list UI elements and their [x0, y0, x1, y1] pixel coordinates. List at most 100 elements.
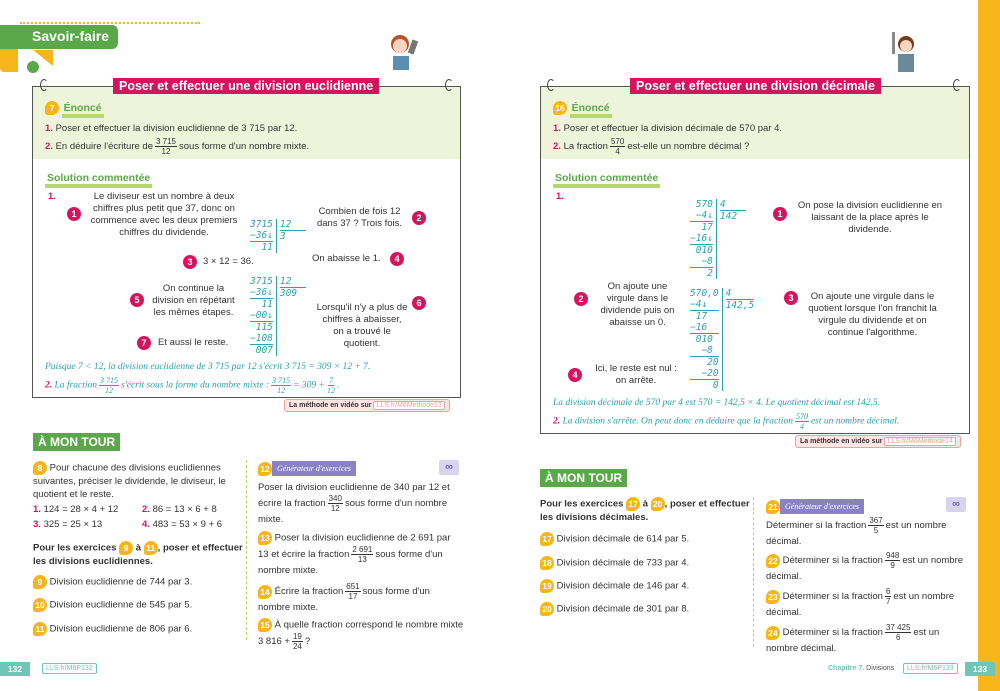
enonce-label: Énoncé	[61, 101, 104, 118]
column-divider	[246, 460, 247, 640]
decorative-triangle	[33, 50, 53, 66]
division-row: 115	[250, 321, 273, 333]
infinity-screen-icon[interactable]: ∞	[439, 460, 459, 475]
solution-header: Solution commentée	[45, 172, 153, 188]
exercise-12: Poser la division euclidienne de 340 par…	[258, 482, 450, 525]
quotient: 142	[719, 210, 746, 222]
enonce-q1: 1. Poser et effectuer la division euclid…	[45, 123, 298, 134]
method-title: Poser et effectuer une division euclidie…	[113, 78, 380, 94]
video-url[interactable]: LLS.fr/M6Methode13	[373, 401, 445, 410]
dividend-column: 3715−36↓11	[250, 219, 276, 253]
step-marker: 3	[183, 255, 197, 269]
page-link[interactable]: LLS.fr/M6P133	[903, 663, 958, 674]
ring-icon	[547, 79, 555, 91]
video-url[interactable]: LLS.fr/M6Methode14	[884, 437, 956, 446]
enonce-background	[33, 87, 460, 159]
division-row: 3715	[250, 219, 273, 230]
divisor: 12	[279, 219, 292, 230]
ring-icon	[40, 79, 48, 91]
infinity-screen-icon[interactable]: ∞	[946, 497, 966, 512]
method-title: Poser et effectuer une division décimale	[630, 78, 881, 94]
column-divider	[753, 497, 754, 647]
a-mon-tour-heading: À MON TOUR	[540, 469, 628, 487]
division-row: 11	[250, 298, 273, 310]
exercise-11: 11 Division euclidienne de 806 par 6.	[33, 622, 192, 636]
step-marker: 4	[390, 252, 404, 266]
step-marker: 4	[568, 368, 582, 382]
instructions: Pour les exercices 9 à 11, poser et effe…	[33, 541, 243, 567]
division-row: 2	[690, 267, 713, 279]
callout-6: Lorsqu'il n'y a plus de chiffres à abais…	[316, 302, 408, 349]
answer-2: 2. La division s'arrête. On peut donc en…	[553, 412, 900, 431]
callout-2: Combien de fois 12 dans 37 ? Trois fois.	[316, 206, 403, 229]
divisor: 12	[279, 276, 292, 287]
exercise-13: 13 Poser la division euclidienne de 2 69…	[258, 531, 451, 576]
enonce-q1: 1. Poser et effectuer la division décima…	[553, 123, 783, 134]
chapter-label: Chapitre 7. Divisions	[828, 665, 895, 672]
division-row: 0	[690, 379, 719, 391]
ex8-item: 4. 483 = 53 × 9 + 6	[142, 519, 223, 530]
video-label: La méthode en vidéo sur	[800, 438, 883, 445]
division-row: 010	[690, 333, 719, 345]
division-row: −4↓	[695, 210, 713, 221]
exercise-number: 7	[45, 101, 59, 115]
section-title: Savoir-faire	[0, 25, 118, 49]
step-marker: 7	[137, 336, 151, 350]
step-marker: 3	[784, 291, 798, 305]
divisor: 4	[725, 288, 732, 299]
enonce-background	[541, 87, 969, 159]
divisor: 4	[719, 199, 726, 210]
callout-5: On continue la division en répétant les …	[152, 283, 235, 318]
step-marker: 5	[130, 293, 144, 307]
exercise-8: 8 Pour chacune des divisions euclidienne…	[33, 461, 226, 500]
a-mon-tour-heading: À MON TOUR	[33, 433, 121, 451]
division-row: −108	[250, 333, 273, 344]
step-marker: 2	[412, 211, 426, 225]
exercise-19: 19 Division décimale de 146 par 4.	[540, 579, 689, 593]
division-row: −8	[701, 345, 719, 356]
division-row: −16↓	[690, 233, 713, 244]
enonce-header: 7 Énoncé	[45, 101, 104, 118]
division-row: 3715	[250, 276, 273, 287]
quotient: 142,5	[725, 299, 755, 311]
ex8-item: 2. 86 = 13 × 6 + 8	[142, 504, 217, 515]
part-number: 1.	[48, 191, 56, 202]
part-number: 1.	[556, 191, 564, 202]
division-row: 17	[690, 310, 719, 322]
division-row: −36↓	[250, 287, 273, 298]
exercise-10: 10 Division euclidienne de 545 par 5.	[33, 598, 192, 612]
character-illustration	[892, 32, 914, 72]
callout-1: Le diviseur est un nombre à deux chiffre…	[90, 191, 238, 238]
division-row: 570,0	[690, 288, 719, 299]
step-marker: 1	[773, 207, 787, 221]
decorative-circle	[27, 61, 39, 73]
page-link[interactable]: LLS.fr/M6P132	[42, 663, 97, 674]
division-row: 010	[690, 244, 713, 256]
video-label: La méthode en vidéo sur	[289, 402, 372, 409]
division-row: −8	[701, 256, 713, 267]
division-row: −16	[690, 322, 719, 333]
division-row: −4↓	[690, 299, 719, 310]
division-row: 17	[690, 221, 713, 233]
division-row: −20	[701, 368, 719, 379]
callout-4: Ici, le reste est nul : on arrête.	[595, 363, 677, 386]
exercise-20: 20 Division décimale de 301 par 8.	[540, 602, 689, 616]
decorative-square	[0, 49, 18, 72]
